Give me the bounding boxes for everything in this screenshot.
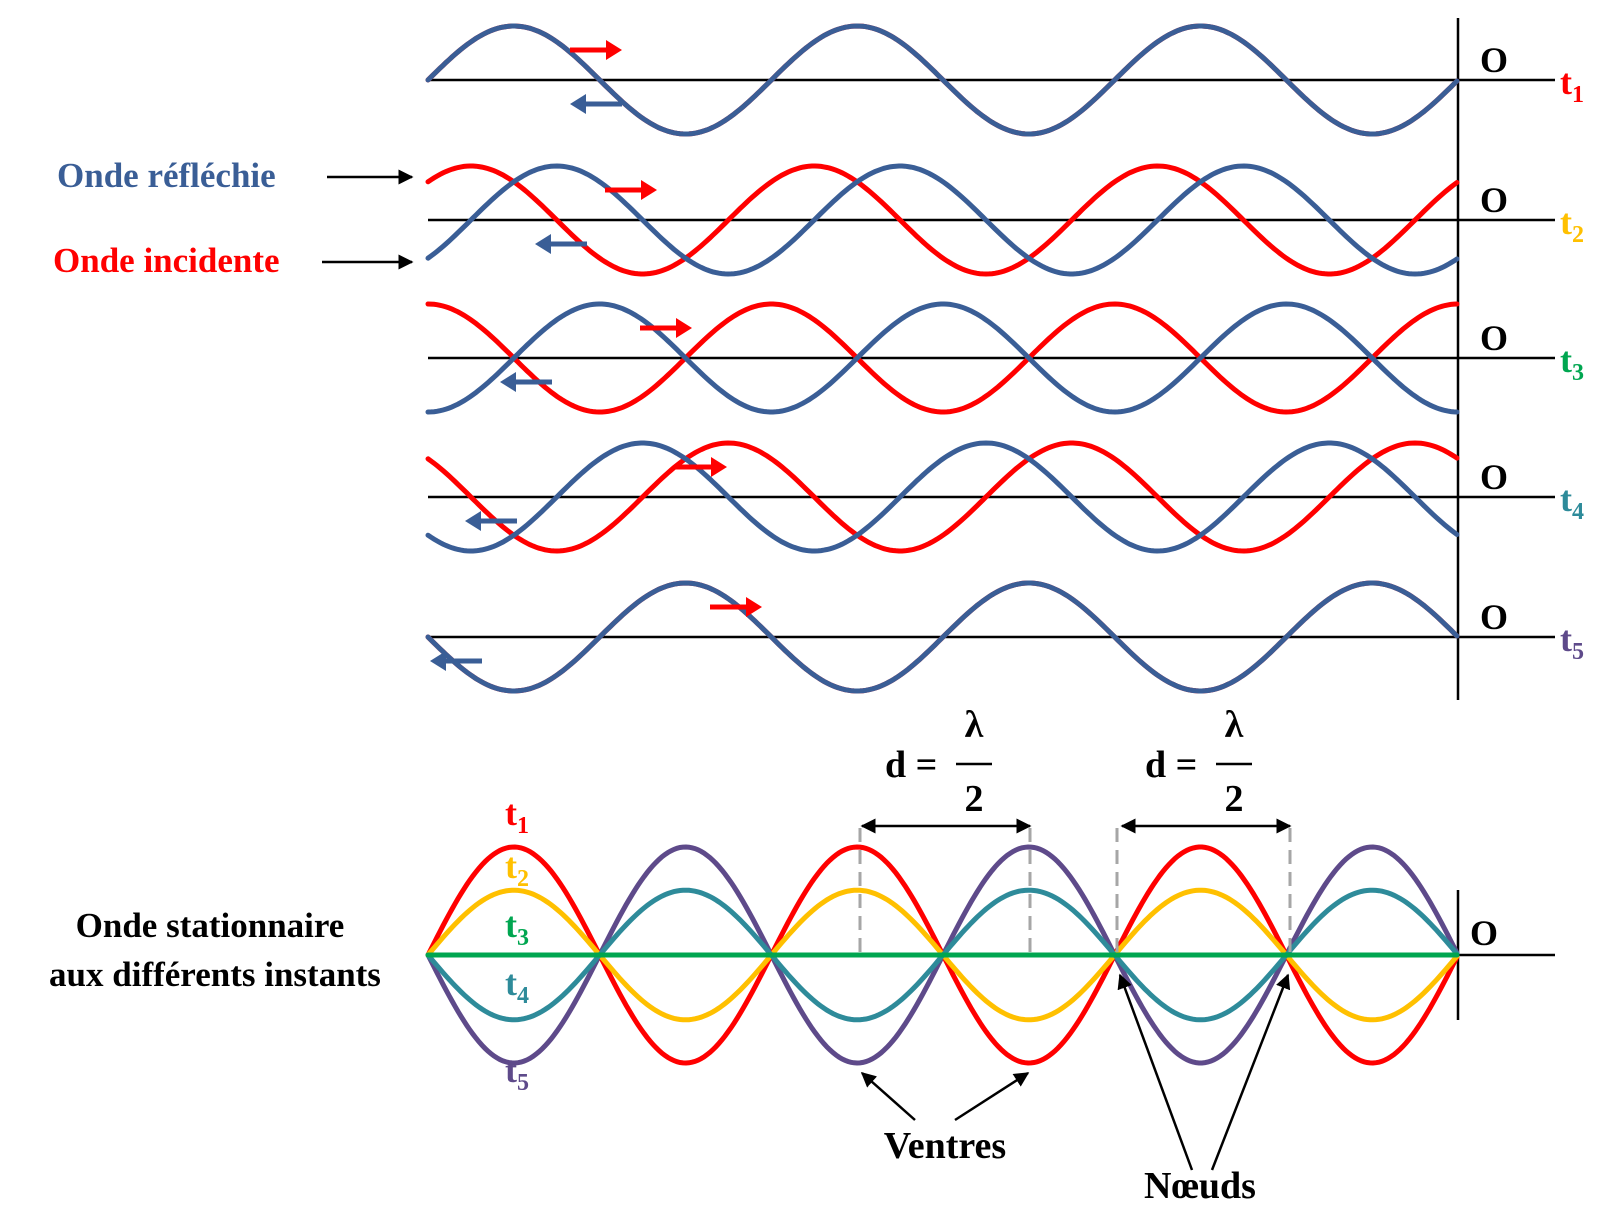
half-wavelength-annotation-2: d = λ 2: [1120, 704, 1292, 834]
arrow-head: [746, 597, 762, 617]
standing-instant-label: t2: [505, 846, 529, 892]
standing-wave-label-line2: aux différents instants: [49, 955, 381, 994]
instant-row: Ot4: [425, 440, 1584, 554]
distance-label: d =: [885, 744, 937, 786]
instant-label: t2: [1560, 202, 1584, 248]
instant-row: Ot2: [425, 163, 1584, 277]
arrow-head: [711, 457, 727, 477]
origin-label: O: [1480, 40, 1508, 80]
standing-instant-label: t3: [505, 905, 529, 951]
instant-row: Ot1: [425, 23, 1584, 137]
node-pointer: [1117, 973, 1194, 1171]
reflected-wave: [425, 23, 1460, 137]
standing-wave-label-line1: Onde stationnaire: [76, 906, 345, 945]
arrow-head: [535, 234, 551, 254]
distance-label: d =: [1145, 744, 1197, 786]
incident-wave: [425, 163, 1460, 277]
origin-label: O: [1480, 597, 1508, 637]
arrow-head: [570, 94, 586, 114]
incident-wave-label: Onde incidente: [53, 241, 280, 280]
arrow-head: [430, 651, 446, 671]
origin-label: O: [1480, 318, 1508, 358]
standing-wave: Ot1 t2 t3 t4 t5: [425, 793, 1555, 1096]
incident-wave: [425, 301, 1460, 415]
reflected-wave: [425, 163, 1460, 277]
origin-label: O: [1480, 457, 1508, 497]
instant-label: t5: [1560, 619, 1584, 665]
antinode-pointer: [954, 1071, 1030, 1122]
denominator-two: 2: [965, 778, 984, 820]
incident-wave: [425, 440, 1460, 554]
arrow-head: [465, 511, 481, 531]
arrow-head: [606, 40, 622, 60]
arrow-head: [500, 372, 516, 392]
reflected-wave: [425, 440, 1460, 554]
instant-label: t4: [1560, 479, 1584, 525]
node-pointer: [1210, 973, 1291, 1171]
standing-instant-label: t5: [505, 1050, 529, 1096]
half-wavelength-annotation-1: d = λ 2: [860, 704, 1032, 834]
instant-label: t1: [1560, 62, 1584, 108]
instant-label: t3: [1560, 340, 1584, 386]
reflected-wave-label: Onde réfléchie: [57, 156, 276, 195]
reflected-wave: [425, 301, 1460, 415]
origin-label: O: [1480, 180, 1508, 220]
arrow-head: [676, 318, 692, 338]
standing-instant-label: t4: [505, 963, 529, 1009]
instant-row: Ot5: [425, 580, 1584, 694]
lambda-symbol: λ: [1225, 704, 1244, 746]
lambda-symbol: λ: [965, 704, 984, 746]
instant-row: Ot3: [425, 301, 1584, 415]
reflected-wave: [425, 580, 1460, 694]
origin-label: O: [1470, 913, 1498, 953]
antinode-pointer: [860, 1072, 916, 1121]
nodes-label: Nœuds: [1144, 1165, 1256, 1200]
arrow-head: [641, 180, 657, 200]
standing-instant-label: t1: [505, 793, 529, 839]
antinodes-label: Ventres: [884, 1125, 1006, 1167]
denominator-two: 2: [1225, 778, 1244, 820]
